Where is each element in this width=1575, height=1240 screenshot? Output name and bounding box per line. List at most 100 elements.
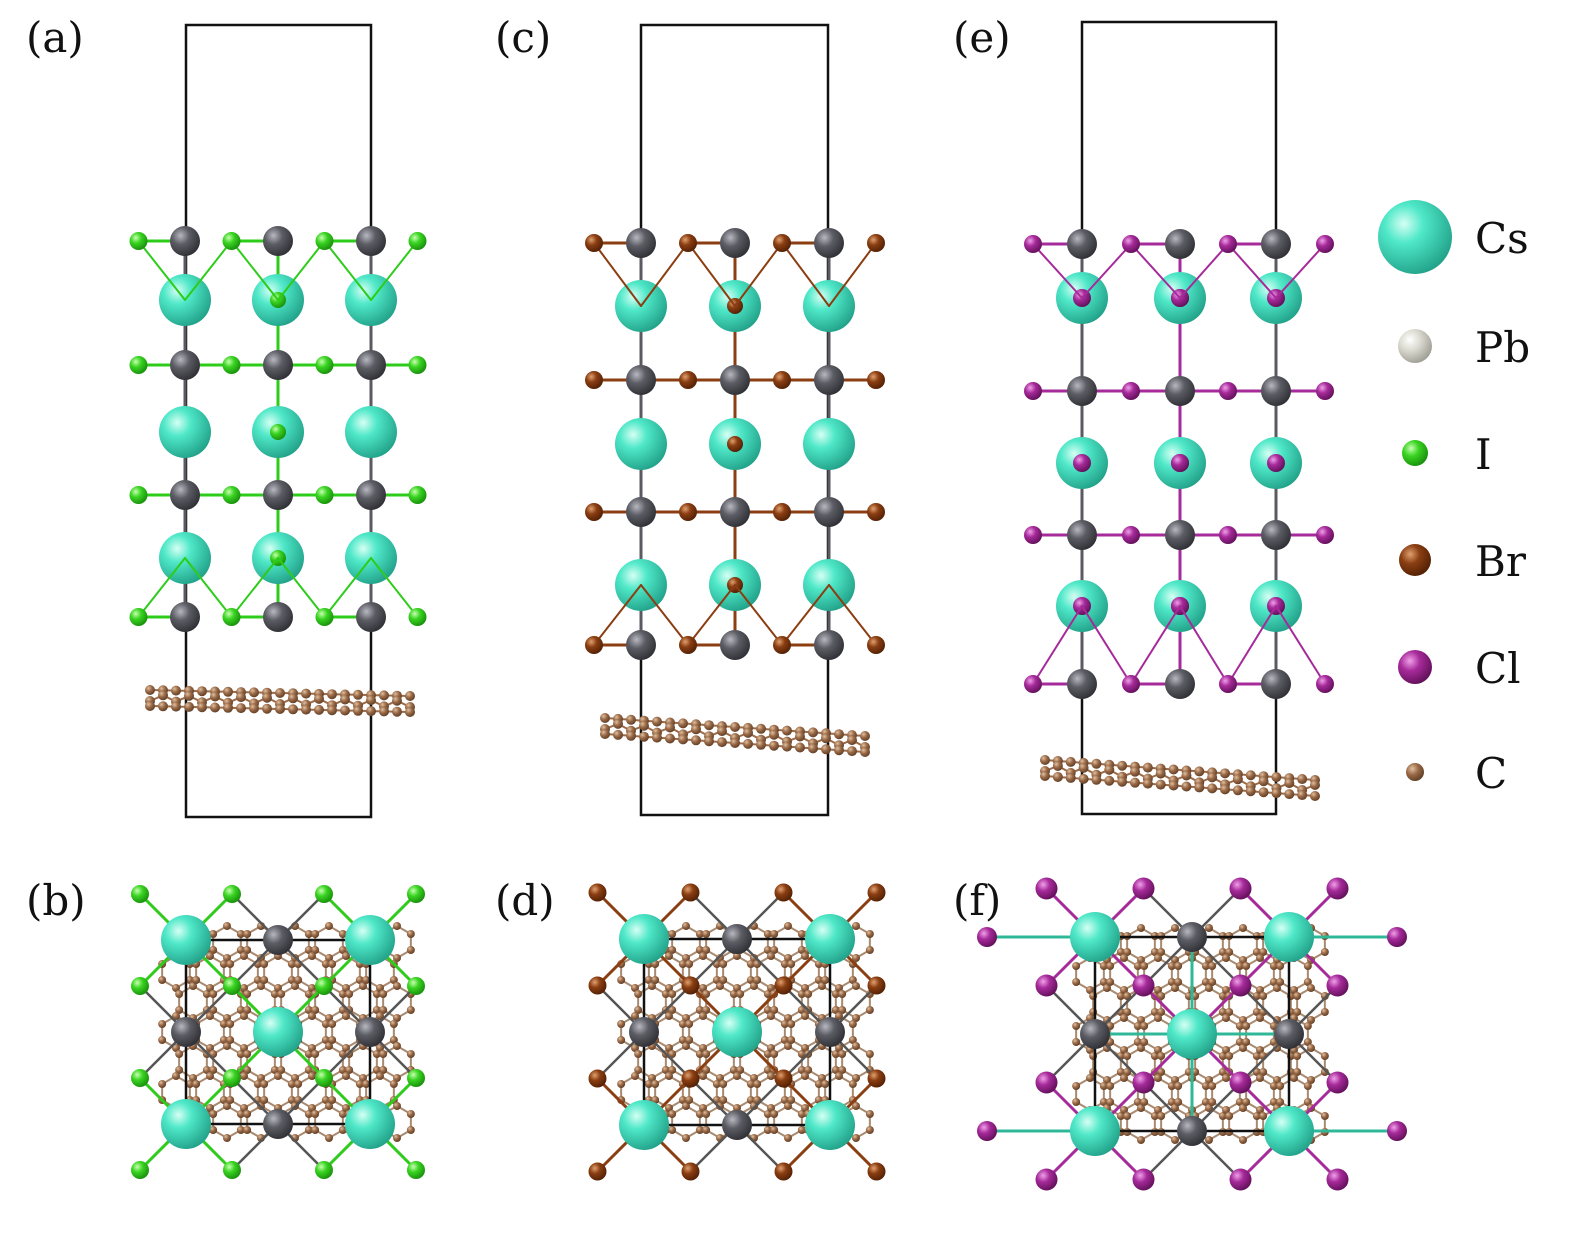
- pb-atom: [626, 228, 656, 258]
- carbon-atom: [600, 729, 610, 739]
- halide-atom: [727, 436, 743, 452]
- halide-atom: [1171, 454, 1189, 472]
- carbon-atom: [834, 745, 844, 756]
- carbon-atom: [1086, 986, 1094, 994]
- carbon-atom: [1142, 778, 1153, 789]
- carbon-atom: [644, 976, 653, 984]
- carbon-atom: [631, 984, 639, 992]
- legend-label-i: I: [1475, 430, 1492, 479]
- carbon-atom: [260, 960, 269, 968]
- carbon-atom: [158, 1036, 167, 1044]
- carbon-atom: [797, 930, 806, 938]
- carbon-atom: [321, 1096, 330, 1104]
- carbon-atom: [145, 685, 155, 695]
- carbon-atom: [1256, 1046, 1264, 1054]
- carbon-atom: [219, 1096, 228, 1104]
- carbon-atom: [202, 990, 211, 998]
- carbon-atom: [393, 1042, 401, 1050]
- pb-atom: [263, 925, 293, 955]
- carbon-atom: [797, 1006, 806, 1014]
- carbon-atom: [288, 704, 298, 715]
- carbon-atom: [865, 930, 874, 938]
- carbon-atom: [617, 1080, 626, 1088]
- bond: [1275, 605, 1326, 685]
- carbon-atom: [342, 1012, 350, 1020]
- carbon-atom: [353, 689, 363, 700]
- carbon-atom: [782, 725, 792, 736]
- halide-atom: [223, 1069, 241, 1087]
- carbon-atom: [223, 1014, 231, 1022]
- halide-atom: [1326, 877, 1349, 900]
- carbon-atom: [682, 1134, 690, 1142]
- legend-item-cs: Cs: [1378, 200, 1529, 274]
- carbon-atom: [311, 946, 320, 954]
- carbon-atom: [226, 1096, 235, 1104]
- carbon-atom: [171, 685, 181, 696]
- carbon-atom: [277, 990, 286, 998]
- cs-atom: [1264, 912, 1314, 962]
- carbon-atom: [1307, 1076, 1315, 1084]
- carbon-atom: [175, 990, 184, 998]
- carbon-atom: [1157, 992, 1166, 1000]
- carbon-atom: [763, 1126, 772, 1134]
- carbon-atom: [1320, 992, 1329, 1000]
- halide-atom: [867, 371, 885, 389]
- halide-atom: [1387, 1121, 1407, 1141]
- carbon-atom: [639, 720, 649, 731]
- carbon-atom: [1320, 1052, 1329, 1060]
- carbon-atom: [1235, 1038, 1244, 1046]
- cs-atom: [805, 914, 855, 964]
- bond: [828, 584, 877, 646]
- carbon-atom: [668, 1066, 677, 1074]
- carbon-atom: [260, 1096, 269, 1104]
- halide-atom: [585, 503, 603, 521]
- halide-atom: [1024, 382, 1042, 400]
- carbon-atom: [1140, 1022, 1149, 1030]
- pb-atom: [170, 350, 200, 380]
- carbon-atom: [1171, 1136, 1179, 1144]
- carbon-atom: [355, 976, 364, 984]
- carbon-atom: [1269, 1082, 1278, 1090]
- pb-atom: [1177, 1116, 1207, 1146]
- carbon-atom: [308, 1072, 316, 1080]
- carbon-atom: [240, 984, 248, 992]
- carbon-atom: [831, 1066, 840, 1074]
- carbon-atom: [359, 1074, 367, 1082]
- carbon-atom: [1171, 1076, 1179, 1084]
- carbon-atom: [1167, 962, 1176, 970]
- carbon-atom: [1142, 762, 1153, 773]
- carbon-atom: [287, 1080, 296, 1088]
- carbon-atom: [308, 1012, 316, 1020]
- cs-atom: [161, 915, 211, 965]
- halide-atom: [585, 636, 603, 654]
- carbon-atom: [257, 982, 265, 990]
- bond: [687, 584, 736, 646]
- carbon-atom: [719, 1096, 728, 1104]
- carbon-atom: [328, 1036, 337, 1044]
- carbon-atom: [1072, 978, 1081, 986]
- pb-atom: [720, 228, 750, 258]
- halide-atom: [1122, 675, 1140, 693]
- carbon-atom: [1239, 1016, 1247, 1024]
- pb-atom: [722, 1110, 752, 1140]
- carbon-atom: [184, 690, 194, 701]
- carbon-atom: [801, 1072, 809, 1080]
- carbon-atom: [1120, 1046, 1128, 1054]
- carbon-atom: [253, 1080, 262, 1088]
- legend-item-c: C: [1406, 749, 1507, 798]
- carbon-atom: [787, 960, 796, 968]
- carbon-atom: [702, 1050, 711, 1058]
- halide-atom: [1316, 675, 1334, 693]
- carbon-atom: [1078, 762, 1089, 773]
- carbon-atom: [702, 1066, 711, 1074]
- carbon-atom: [1167, 1098, 1176, 1106]
- carbon-atom: [665, 1012, 673, 1020]
- carbon-atom: [345, 990, 354, 998]
- carbon-atom: [1120, 1074, 1128, 1082]
- carbon-atom: [389, 976, 398, 984]
- carbon-atom: [648, 982, 656, 990]
- carbon-atom: [685, 960, 694, 968]
- carbon-atom: [797, 1126, 806, 1134]
- halide-atom: [867, 1162, 886, 1181]
- carbon-atom: [1239, 1104, 1247, 1112]
